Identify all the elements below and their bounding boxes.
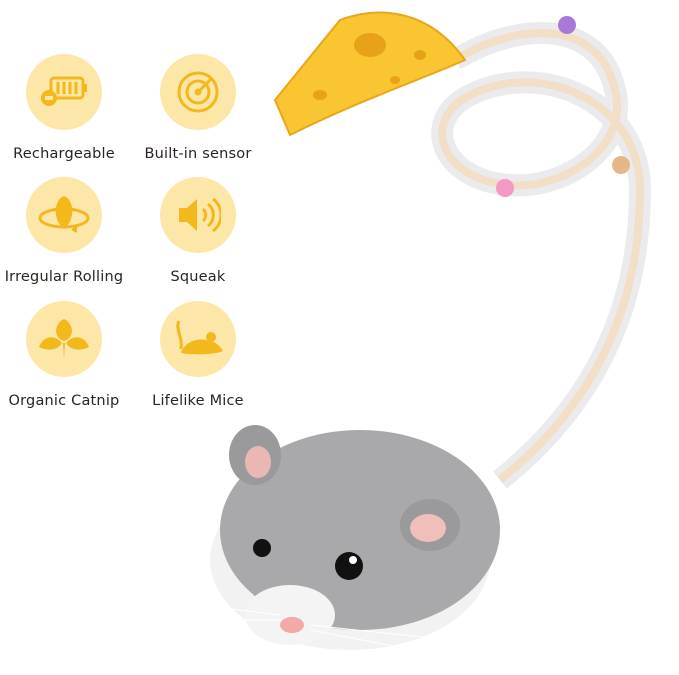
feature-label: Irregular Rolling — [4, 269, 124, 285]
feature-lifelike-mice: Lifelike Mice — [131, 301, 265, 409]
plush-mouse — [159, 425, 500, 656]
feature-squeak: Squeak — [131, 177, 265, 285]
feature-label: Built-in sensor — [144, 146, 252, 162]
feature-label: Organic Catnip — [8, 393, 120, 409]
feature-irregular-rolling: Irregular Rolling — [0, 177, 131, 285]
feature-rechargeable: Rechargeable — [0, 54, 131, 162]
rolling-rotation-icon — [26, 177, 102, 253]
cheese-toy — [273, 11, 467, 137]
speaker-sound-icon — [160, 177, 236, 253]
catnip-leaf-icon — [26, 301, 102, 377]
feature-label: Squeak — [170, 269, 226, 285]
feature-label: Lifelike Mice — [152, 393, 244, 409]
mesh-tail — [431, 16, 652, 489]
feature-organic-catnip: Organic Catnip — [0, 301, 131, 409]
feature-built-in-sensor: Built-in sensor — [131, 54, 265, 162]
battery-charging-icon — [26, 54, 102, 130]
radar-sensor-icon — [160, 54, 236, 130]
feature-label: Rechargeable — [13, 146, 115, 162]
mouse-silhouette-icon — [160, 301, 236, 377]
